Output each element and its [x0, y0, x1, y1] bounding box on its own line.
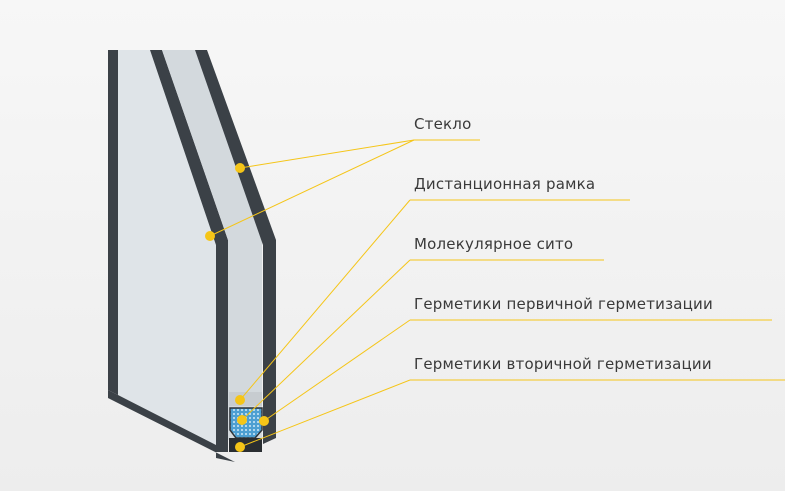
glass-2-edge — [195, 50, 276, 444]
marker-dot-primary-sealant — [259, 416, 269, 426]
frame-bottom — [108, 390, 235, 462]
frame-left-profile — [108, 50, 118, 395]
marker-dot-glass-2 — [205, 231, 215, 241]
label-primary-sealant: Герметики первичной герметизации — [414, 295, 713, 313]
label-secondary-sealant: Герметики вторичной герметизации — [414, 355, 712, 373]
marker-dot-sieve — [237, 415, 247, 425]
marker-dot-spacer — [235, 395, 245, 405]
marker-dot-secondary-sealant — [235, 442, 245, 452]
label-spacer-frame: Дистанционная рамка — [414, 175, 596, 193]
glass-1-edge — [150, 50, 228, 452]
label-molecular-sieve: Молекулярное сито — [414, 235, 574, 253]
label-glass: Стекло — [414, 115, 472, 133]
marker-dot-glass-1 — [235, 163, 245, 173]
frame-inner-face — [118, 50, 216, 445]
marker-dots — [205, 163, 269, 452]
leader-lines — [209, 139, 785, 448]
glass-gap — [162, 50, 262, 440]
